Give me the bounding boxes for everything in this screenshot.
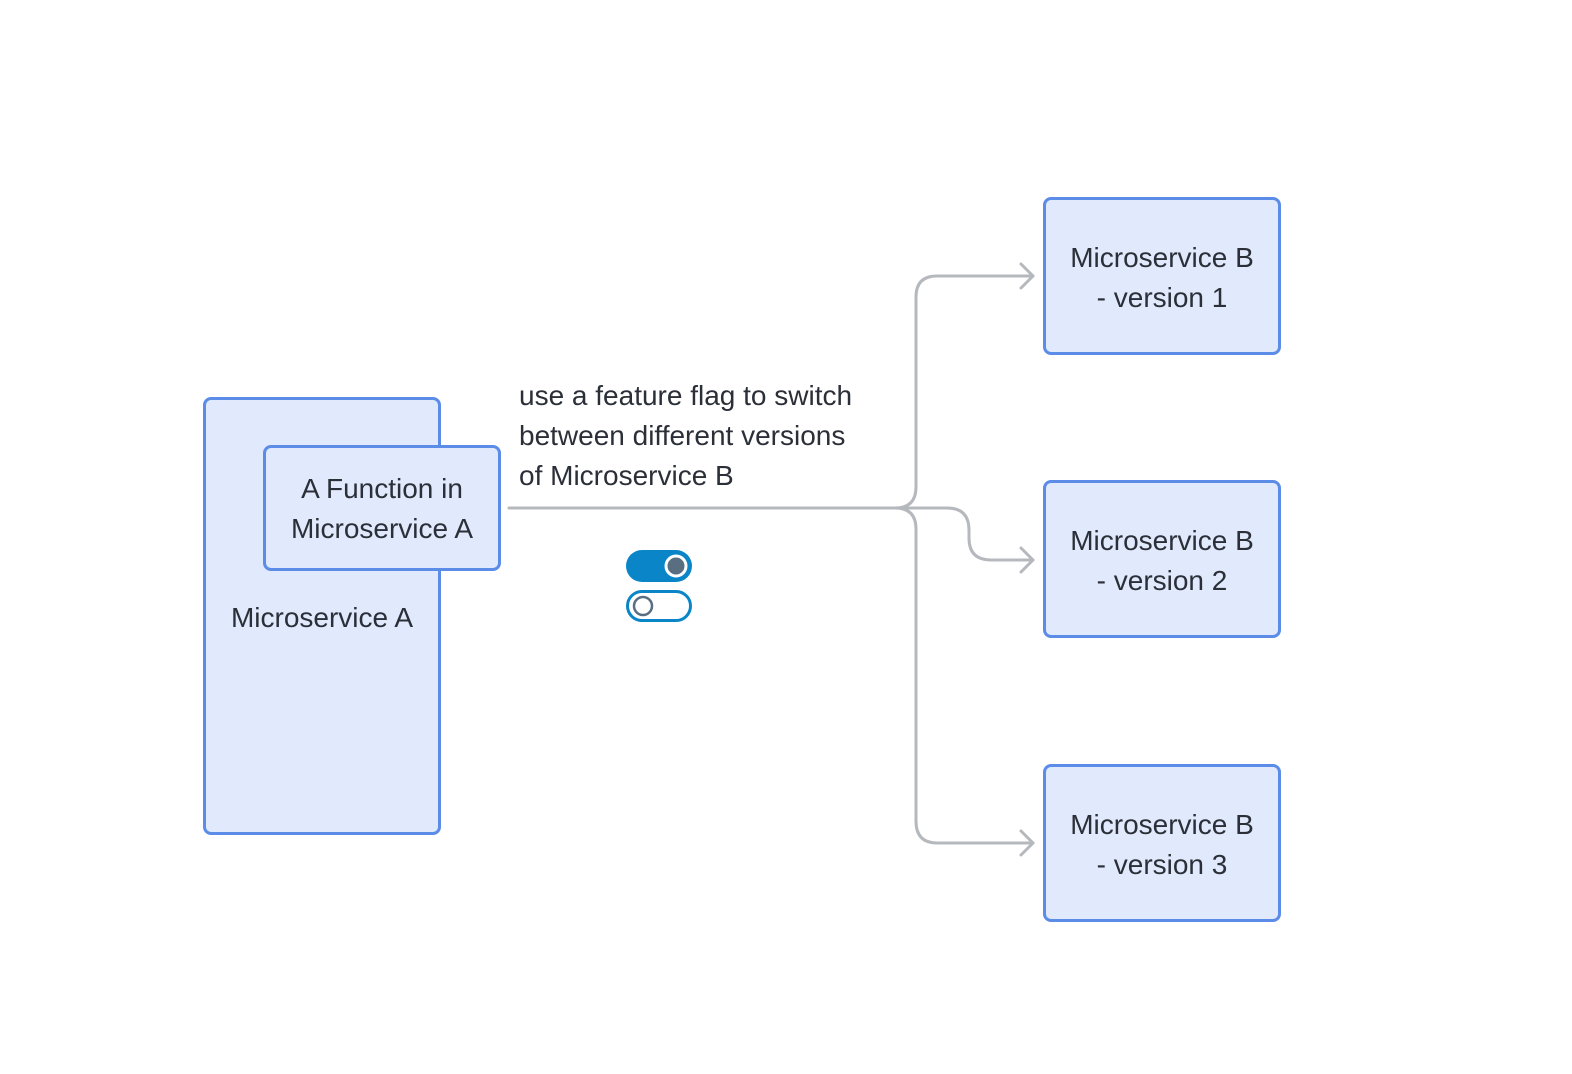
arrowhead-version-2 <box>1019 546 1035 574</box>
toggle-off-icon <box>626 590 692 622</box>
connector-to-version-1 <box>893 274 1035 510</box>
microservice-a-label: Microservice A <box>230 602 414 633</box>
arrowhead-version-3 <box>1019 829 1035 857</box>
function-label: A Function in Microservice A <box>290 473 474 544</box>
arrowhead-version-1 <box>1019 262 1035 290</box>
connector-to-version-3 <box>893 506 1035 845</box>
function-box <box>263 445 501 571</box>
microservice-b-version-3-label: Microservice B - version 3 <box>1070 809 1254 880</box>
feature-flag-annotation: use a feature flag to switch between dif… <box>519 380 853 491</box>
microservice-b-version-3-box <box>1043 764 1281 922</box>
toggle-on-icon <box>626 550 692 582</box>
microservice-b-version-1-label: Microservice B - version 1 <box>1070 242 1254 313</box>
microservice-b-version-2-box <box>1043 480 1281 638</box>
microservice-b-version-1-box <box>1043 197 1281 355</box>
microservice-b-version-2-label: Microservice B - version 2 <box>1070 525 1254 596</box>
connector-to-version-2 <box>893 506 1035 562</box>
